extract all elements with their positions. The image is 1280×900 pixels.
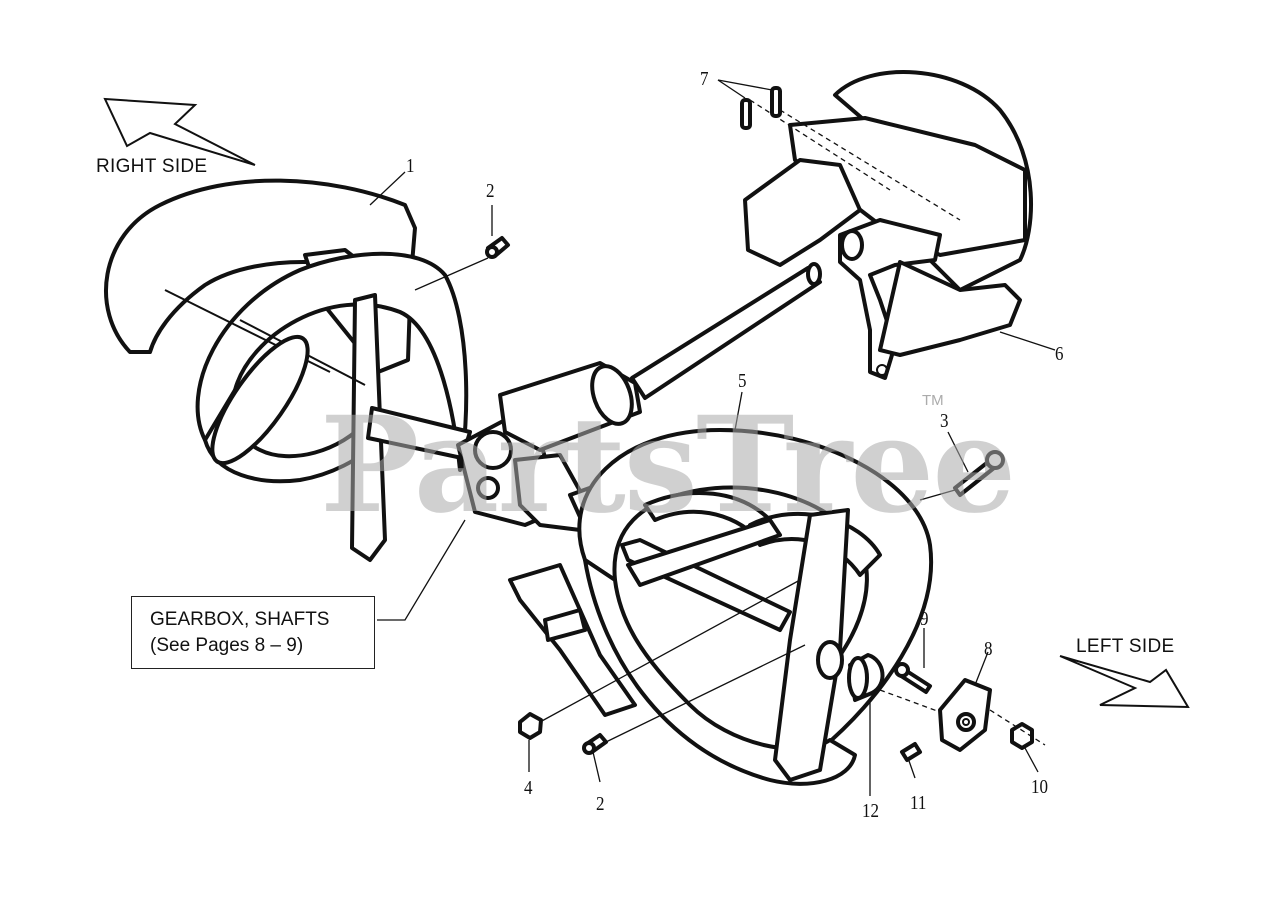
right-side-arrow [103, 97, 256, 166]
left-side-arrow [1059, 655, 1190, 709]
left-side-label: LEFT SIDE [1076, 636, 1175, 657]
gearbox-callout-ref: (See Pages 8 – 9) [150, 635, 304, 656]
part-number-5: 5 [738, 370, 747, 392]
pins [740, 86, 782, 130]
grease-fitting-top [485, 236, 510, 259]
left-auger [508, 428, 934, 786]
auger-housing [743, 70, 1033, 380]
part-number-7: 7 [700, 68, 709, 90]
part-number-9: 9 [920, 608, 929, 630]
right-side-label: RIGHT SIDE [96, 156, 208, 177]
leader-lines [369, 79, 1056, 796]
part-number-10: 10 [1031, 776, 1048, 798]
nut-4 [518, 712, 543, 740]
watermark: PartsTree [320, 388, 1016, 543]
part-number-11: 11 [910, 792, 927, 814]
gearbox-callout: GEARBOX, SHAFTS (See Pages 8 – 9) [131, 596, 375, 669]
part-number-6: 6 [1055, 343, 1064, 365]
bolt-9 [894, 662, 932, 694]
fitting-11 [900, 742, 922, 762]
part-number-2-top: 2 [486, 180, 495, 202]
grease-fitting-bottom [582, 733, 608, 755]
bolt-3 [953, 450, 1005, 497]
bearing-flange [938, 678, 992, 752]
trademark-symbol: TM [922, 392, 944, 409]
part-number-3: 3 [940, 410, 949, 432]
part-number-12: 12 [862, 800, 879, 822]
nut-10 [1010, 722, 1034, 750]
right-auger [104, 178, 469, 562]
part-number-1: 1 [406, 155, 415, 177]
bushing [847, 653, 885, 702]
part-number-4: 4 [524, 777, 533, 799]
part-number-2-bottom: 2 [596, 793, 605, 815]
part-number-8: 8 [984, 638, 993, 660]
gearbox-callout-title: GEARBOX, SHAFTS [150, 609, 330, 630]
